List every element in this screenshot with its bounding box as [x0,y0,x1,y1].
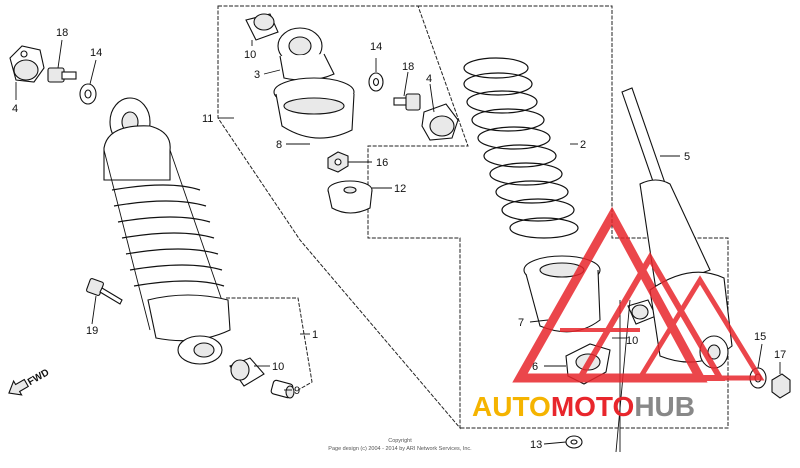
part-18-bolt-left [47,67,77,83]
part-16-nut [327,151,349,173]
part-7-spring-guide [523,255,601,333]
callout-3: 3 [254,69,260,81]
callout-15: 15 [754,331,766,343]
callout-13: 13 [530,439,542,451]
fwd-indicator: FWD [8,367,51,396]
callout-19: 19 [86,325,98,337]
callout-12: 12 [394,183,406,195]
group-box-11 [217,5,469,430]
group-box-1 [226,297,313,391]
watermark-auto: AUTOMOTOHUB [472,391,695,422]
callout-2: 2 [580,139,586,151]
part-12-rubber-stopper [327,180,373,214]
callout-18-left: 18 [56,27,68,39]
part-17-nut [771,373,791,399]
part-4-bush-left [9,45,45,83]
callout-10-lower: 10 [272,361,284,373]
copyright-line2: Page design (c) 2004 - 2014 by ARI Netwo… [328,446,472,452]
callout-18-right: 18 [402,61,414,73]
fwd-label: FWD [26,367,51,388]
part-10-collar-right [627,299,657,325]
copyright-line1: Copyright [388,438,412,444]
callout-4-left: 4 [12,103,18,115]
part-1-shock-assembly [103,97,231,365]
part-2-spring [463,57,579,239]
callout-4-right: 4 [426,73,432,85]
callout-10-right: 10 [626,335,638,347]
callout-9: 9 [294,385,300,397]
part-14-washer-right [368,72,384,92]
part-3-upper-joint [277,27,335,81]
part-10-collar-lower [229,357,265,387]
callout-16: 16 [376,157,388,169]
callout-14-left: 14 [90,47,102,59]
watermark-logo [512,206,765,383]
callout-7: 7 [518,317,524,329]
part-8-spring-seat [273,77,355,139]
copyright: Copyright Page design (c) 2004 - 2014 by… [328,438,472,452]
part-18-bolt-right [393,93,421,111]
part-19-bolt [86,278,123,305]
part-14-washer-left [79,83,97,105]
part-13-washer [565,435,583,449]
callout-14-right: 14 [370,41,382,53]
watermark-text: AUTOMOTOHUB [472,391,695,422]
callout-11: 11 [202,113,213,125]
callout-1: 1 [312,329,318,341]
callout-8: 8 [276,139,282,151]
callout-10-top: 10 [244,49,256,61]
callout-labels: 1 2 3 4 4 5 6 7 8 9 10 10 10 11 12 13 14… [12,27,786,451]
part-9-sleeve [270,379,295,399]
callout-17: 17 [774,349,786,361]
part-10-collar-top [245,13,279,41]
callout-6: 6 [532,361,538,373]
part-5-damper [621,87,733,369]
part-4-bush-right [421,103,459,141]
callout-5: 5 [684,151,690,163]
